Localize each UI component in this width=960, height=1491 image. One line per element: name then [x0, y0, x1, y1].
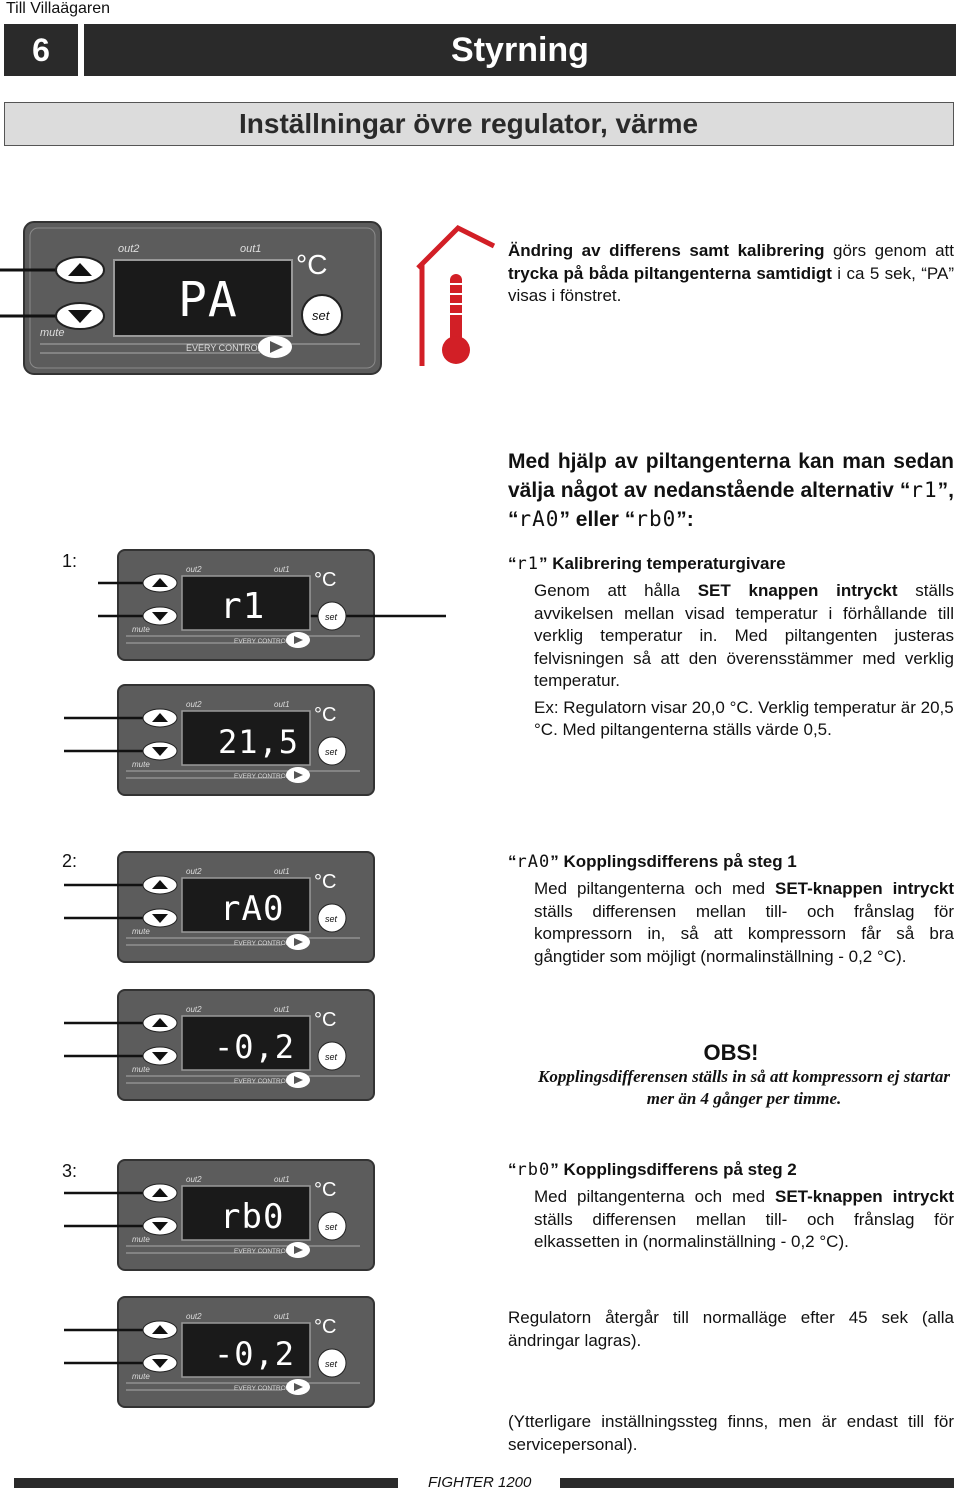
- step-1-example: Ex: Regulatorn visar 20,0 °C. Verklig te…: [534, 697, 954, 740]
- svg-text:°C: °C: [314, 1179, 336, 1201]
- display-readout: rb0: [220, 1197, 284, 1237]
- display-readout: -0,2: [214, 1335, 295, 1373]
- mute-label: mute: [40, 327, 64, 339]
- svg-text:out1: out1: [274, 565, 290, 574]
- step-3-block: “rb0” Kopplingsdifferens på steg 2 Med p…: [508, 1160, 954, 1254]
- svg-text:out2: out2: [186, 565, 202, 574]
- footer-bar-left: [14, 1478, 398, 1488]
- step-2-heading: “rA0” Kopplingsdifferens på steg 1: [508, 852, 797, 872]
- step-3-heading: “rb0” Kopplingsdifferens på steg 2: [508, 1160, 797, 1180]
- svg-text:set: set: [325, 1359, 338, 1369]
- step-1-number: 1:: [62, 551, 78, 571]
- set-label: set: [312, 308, 331, 323]
- svg-text:°C: °C: [314, 569, 336, 591]
- step-2-number: 2:: [62, 851, 78, 871]
- svg-text:set: set: [325, 1052, 338, 1062]
- svg-text:out1: out1: [274, 1312, 290, 1321]
- controller-step2-b: mute out2 out1 -0,2 °C set EVERY CONTROL: [64, 989, 375, 1101]
- step-2-block: “rA0” Kopplingsdifferens på steg 1 Med p…: [508, 852, 954, 968]
- out2-label: out2: [118, 243, 139, 255]
- controller-step1-a: mute out2 out1 r1 °C set EVERY CONTROL: [98, 549, 446, 661]
- step-1-text: Genom att hålla SET knappen intryckt stä…: [534, 581, 954, 690]
- svg-text:mute: mute: [132, 927, 150, 936]
- intro-paragraph: Ändring av differens samt kalibrering gö…: [508, 241, 955, 305]
- display-readout: -0,2: [214, 1028, 295, 1066]
- svg-text:EVERY CONTROL: EVERY CONTROL: [234, 1248, 290, 1255]
- svg-text:mute: mute: [132, 1065, 150, 1074]
- svg-text:EVERY CONTROL: EVERY CONTROL: [234, 638, 290, 645]
- footer-bar-right: [560, 1478, 954, 1488]
- svg-text:mute: mute: [132, 760, 150, 769]
- controller-step2-a: mute out2 out1 rA0 °C set EVERY CONTROL: [64, 851, 375, 963]
- display-readout: 21,5: [218, 723, 299, 761]
- step-3-number: 3:: [62, 1161, 78, 1181]
- out1-label: out1: [240, 243, 261, 255]
- unit-label: °C: [296, 249, 327, 280]
- svg-text:EVERY CONTROL: EVERY CONTROL: [234, 1078, 290, 1085]
- step-3-text: Med piltangenterna och med SET-knappen i…: [534, 1187, 954, 1251]
- display-readout: PA: [178, 272, 238, 328]
- svg-text:set: set: [325, 612, 338, 622]
- brand-label: EVERY CONTROL: [186, 343, 263, 353]
- svg-text:mute: mute: [132, 625, 150, 634]
- step-2-text: Med piltangenterna och med SET-knappen i…: [534, 879, 954, 966]
- svg-text:out2: out2: [186, 1175, 202, 1184]
- step-1-heading: “r1” Kalibrering temperaturgivare: [508, 554, 786, 574]
- chapter-title: Styrning: [84, 24, 956, 76]
- svg-text:EVERY CONTROL: EVERY CONTROL: [234, 940, 290, 947]
- svg-text:°C: °C: [314, 704, 336, 726]
- svg-text:mute: mute: [132, 1372, 150, 1381]
- svg-text:out1: out1: [274, 1005, 290, 1014]
- svg-text:°C: °C: [314, 871, 336, 893]
- svg-text:out1: out1: [274, 1175, 290, 1184]
- footer-product: FIGHTER 1200: [428, 1474, 532, 1491]
- svg-text:set: set: [325, 914, 338, 924]
- svg-text:out2: out2: [186, 700, 202, 709]
- svg-text:°C: °C: [314, 1316, 336, 1338]
- thermometer-house-icon: [416, 224, 496, 366]
- obs-text: Kopplingsdifferensen ställs in så att ko…: [537, 1067, 950, 1108]
- controller-step3-b: mute out2 out1 -0,2 °C set EVERY CONTROL: [64, 1296, 375, 1408]
- display-readout: rA0: [220, 889, 284, 929]
- svg-text:set: set: [325, 747, 338, 757]
- step-1-block: “r1” Kalibrering temperaturgivare Genom …: [508, 554, 954, 742]
- section-title: Inställningar övre regulator, värme: [4, 102, 954, 146]
- service-note: (Ytterligare inställningssteg finns, men…: [508, 1412, 954, 1454]
- svg-text:set: set: [325, 1222, 338, 1232]
- controller-step1-b: mute out2 out1 21,5 °C set EVERY CONTROL: [64, 684, 375, 796]
- controller-step3-a: mute out2 out1 rb0 °C set EVERY CONTROL: [64, 1159, 375, 1271]
- controller-main: mute out2 out1 PA °C set EVERY CONTROL: [0, 221, 382, 375]
- return-note: Regulatorn återgår till normalläge efter…: [508, 1308, 954, 1350]
- svg-text:out2: out2: [186, 867, 202, 876]
- svg-text:mute: mute: [132, 1235, 150, 1244]
- page-top-label: Till Villaägaren: [6, 0, 111, 17]
- svg-text:out2: out2: [186, 1312, 202, 1321]
- display-readout: r1: [220, 586, 265, 627]
- obs-title: OBS!: [703, 1040, 759, 1065]
- alternatives-paragraph: Med hjälp av piltangenterna kan man seda…: [508, 450, 954, 531]
- svg-text:EVERY CONTROL: EVERY CONTROL: [234, 1385, 290, 1392]
- svg-text:EVERY CONTROL: EVERY CONTROL: [234, 773, 290, 780]
- svg-text:out2: out2: [186, 1005, 202, 1014]
- chapter-number: 6: [4, 24, 78, 76]
- svg-text:°C: °C: [314, 1009, 336, 1031]
- svg-text:out1: out1: [274, 700, 290, 709]
- svg-text:out1: out1: [274, 867, 290, 876]
